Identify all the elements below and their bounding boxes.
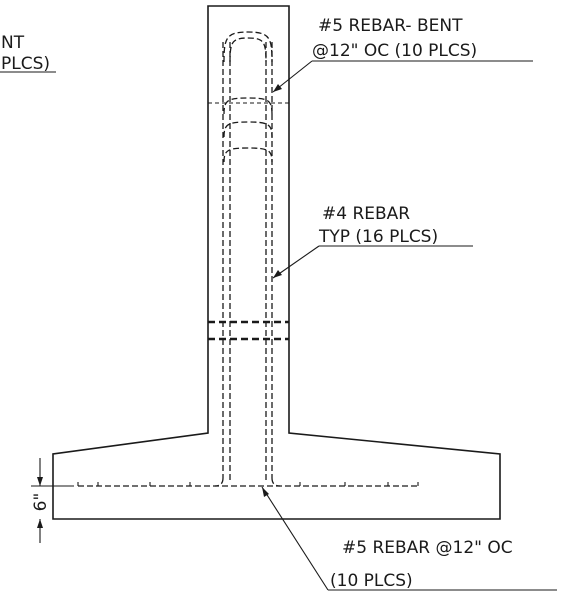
bent-rebar-label-line1: #5 REBAR- BENT: [318, 16, 463, 36]
bent-hook-2: [223, 97, 273, 115]
cover-dimension: 6": [31, 458, 74, 543]
footing-bar-ticks: [97, 482, 389, 486]
dimension-arrow-upper: [37, 477, 43, 486]
typ-rebar-label-line2: TYP (16 PLCS): [318, 227, 438, 247]
partial-top-left-label-line2: PLCS): [1, 54, 50, 74]
leader-arrowhead: [262, 487, 269, 497]
bent-hook-4: [223, 147, 273, 163]
bent-hook-3: [223, 121, 273, 138]
footing-rebar: [77, 477, 419, 487]
leader-arrowhead: [273, 270, 282, 278]
footing-rebar-right-bend: [271, 477, 281, 487]
bent-hook-1: [223, 31, 273, 63]
partial-top-left-label-line1: NT: [1, 33, 25, 53]
bent-rebar-label-line2: @12" OC (10 PLCS): [312, 41, 477, 61]
bent-rebar-hooks: [223, 31, 273, 163]
leader-line: [272, 245, 320, 279]
leader-footing-rebar: [261, 486, 557, 591]
typ-rebar-label-line1: #4 REBAR: [322, 204, 410, 224]
bent-hook-1-inner: [229, 37, 267, 63]
leader-bent-rebar: [272, 60, 533, 93]
leader-line: [261, 486, 329, 591]
wall-concrete-outline: [52, 5, 501, 520]
dimension-arrow-lower: [37, 519, 43, 528]
cover-dimension-label: 6": [31, 493, 51, 512]
leader-arrowhead: [273, 84, 282, 92]
footing-rebar-label-line1: #5 REBAR @12" OC: [342, 538, 513, 558]
stem-vertical-rebars: [222, 42, 273, 480]
footing-rebar-left-bend: [214, 477, 224, 487]
footing-rebar-label-line2: (10 PLCS): [330, 571, 413, 591]
leader-typ-rebar: [272, 245, 473, 279]
